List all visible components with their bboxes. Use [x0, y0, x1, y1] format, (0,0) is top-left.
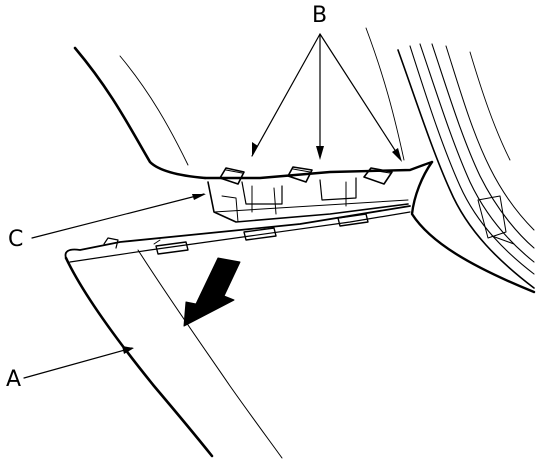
leader-arrowheads — [122, 142, 402, 354]
callout-label-a: A — [6, 367, 22, 392]
pull-direction-arrow — [183, 257, 241, 327]
callout-label-b: B — [312, 3, 328, 28]
clip-left — [219, 167, 245, 185]
bumper — [64, 205, 411, 459]
body-panel — [73, 27, 434, 180]
leader-lines — [23, 33, 401, 379]
mounting-bracket — [207, 177, 409, 223]
clip-middle — [287, 166, 313, 183]
wheel-arch — [397, 43, 536, 294]
clip-right — [363, 167, 393, 185]
callout-label-c: C — [8, 227, 24, 252]
